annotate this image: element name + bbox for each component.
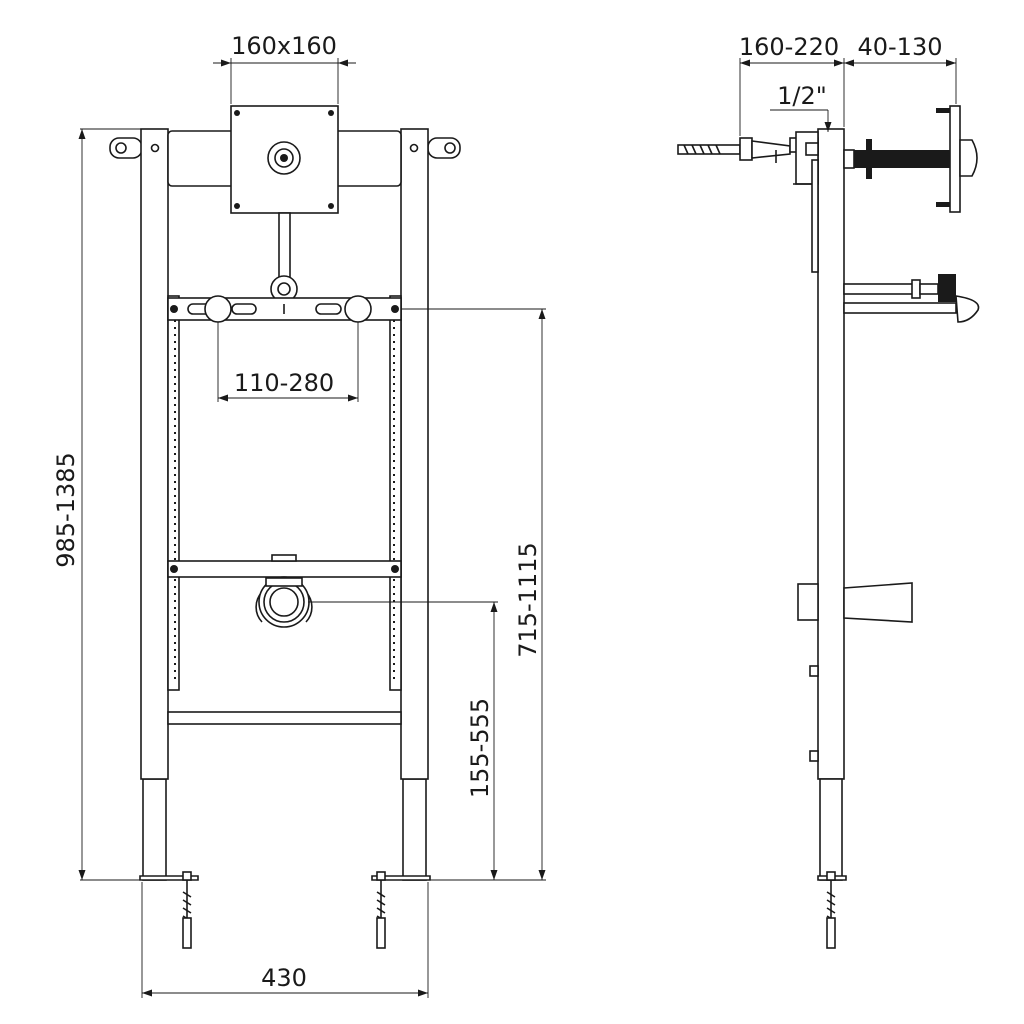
side-view: 160-220 40-130 1/2"	[677, 33, 980, 949]
side-anchor-bolt	[826, 871, 836, 949]
right-upright	[400, 128, 429, 780]
left-wall-bracket	[109, 137, 143, 159]
depth-range-label: 160-220	[739, 33, 839, 61]
plate-size-label: 160x160	[231, 32, 337, 60]
total-height-label: 985-1385	[52, 452, 80, 568]
drain-connector	[255, 576, 313, 628]
frame-width-label: 430	[261, 964, 307, 992]
left-leg	[142, 778, 167, 881]
outlet-spacing-label: 110-280	[234, 369, 334, 397]
front-view: 160x160 110-280 985-1385 715-1115 155-55…	[52, 32, 546, 998]
right-foot	[371, 875, 431, 881]
thread-size-label: 1/2"	[777, 82, 827, 110]
right-anchor-bolt	[376, 871, 386, 949]
mounting-plate	[230, 105, 339, 214]
supply-connection	[843, 105, 978, 213]
outlet-bar	[167, 295, 402, 323]
right-inner-rail	[389, 295, 402, 691]
left-inner-rail	[167, 295, 180, 691]
right-wall-bracket	[427, 137, 461, 159]
right-leg	[402, 778, 427, 881]
left-outlet	[204, 295, 232, 323]
lower-crossbar	[167, 711, 402, 725]
drain-height-label: 155-555	[466, 698, 494, 798]
left-upright	[140, 128, 169, 780]
side-leg	[819, 778, 843, 881]
drain-elbow	[797, 582, 913, 623]
right-outlet	[344, 295, 372, 323]
wall-anchor-rod	[677, 131, 819, 273]
upper-height-label: 715-1115	[514, 542, 542, 658]
side-upright	[817, 128, 845, 780]
projection-range-label: 40-130	[857, 33, 942, 61]
left-anchor-bolt	[182, 871, 192, 949]
middle-crossbar	[167, 560, 402, 578]
outlet-pipes	[843, 274, 980, 323]
